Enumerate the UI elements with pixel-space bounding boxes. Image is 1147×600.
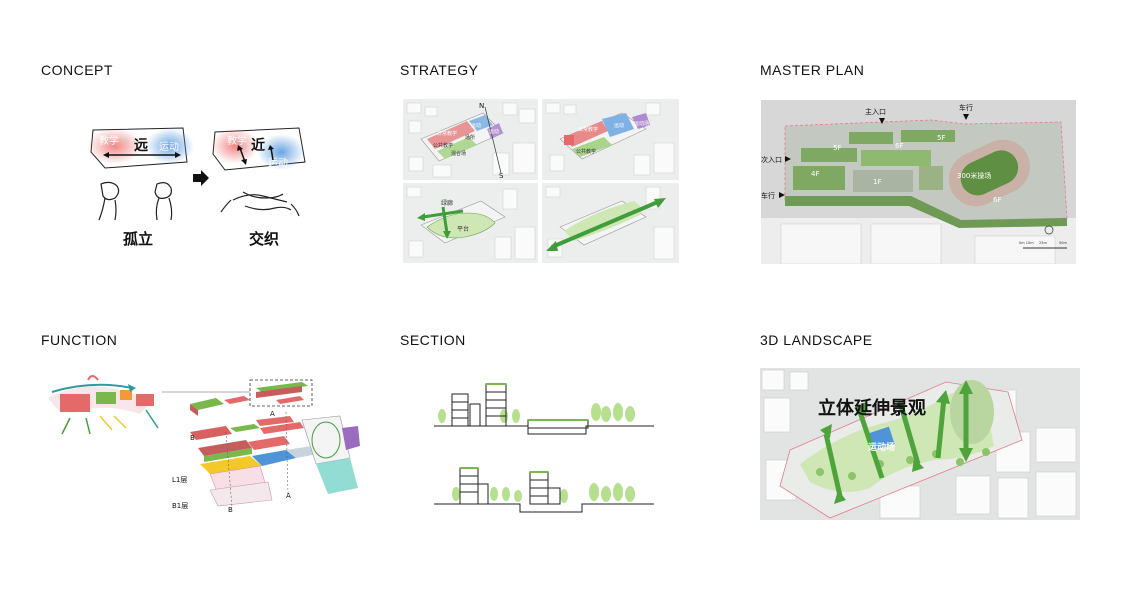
mp-floor-3: 5F <box>937 134 945 142</box>
mp-car-left: 车行 <box>761 191 775 200</box>
concept-right-teach: 教学 <box>227 134 247 147</box>
masterplan-panel: 300米操场 5F 6F 5F 4F 1F 6F 主入口 车行 次入口 车行 0… <box>761 100 1076 264</box>
function-label-a-top: A <box>270 410 275 418</box>
strategy-p3-l2: 平台 <box>457 225 469 233</box>
concept-left-teach: 教学 <box>99 134 119 147</box>
function-keyplan <box>48 375 159 435</box>
landscape-arrows <box>820 380 973 504</box>
concept-right-sport: 运动 <box>268 157 288 169</box>
strategy-panel-3-svg: 绿廊 平台 <box>406 186 536 260</box>
function-axon <box>190 382 360 509</box>
strategy-p1-l6: 混合场 <box>451 150 466 157</box>
concept-left-sport: 运动 <box>159 141 179 153</box>
mp-main-entrance: 主入口 <box>865 107 886 116</box>
mp-floor-5: 1F <box>873 178 881 186</box>
function-label-b-left: B <box>190 434 195 442</box>
strategy-title: STRATEGY <box>400 62 479 78</box>
mp-car-top-icon <box>963 114 969 120</box>
concept-left-far: 远 <box>134 138 148 154</box>
strategy-north: N <box>479 102 484 110</box>
mp-car-left-icon <box>779 192 785 198</box>
landscape-svg: 立体延伸景观 运动场 <box>761 369 1077 519</box>
mp-scale-2: 25m <box>1039 241 1047 245</box>
concept-arrow-icon <box>193 170 209 186</box>
strategy-panel-3: 绿廊 平台 <box>403 183 538 263</box>
mp-side-entrance-icon <box>785 156 791 162</box>
function-label-b-bottom: B <box>228 506 233 514</box>
section-bottom <box>434 467 654 513</box>
function-svg: A B A B L1层 B1层 <box>48 375 360 514</box>
mp-floor-6: 6F <box>993 196 1001 204</box>
concept-right-box: 教学 近 运动 <box>211 127 306 171</box>
joined-hands-icon <box>220 191 300 217</box>
mp-side-entrance: 次入口 <box>761 155 782 164</box>
strategy-p1-l4: 运动 <box>489 128 499 135</box>
strategy-p2-l2: 运动 <box>614 122 624 129</box>
strategy-panel-1: N S 日常教学 运动 公共教学 运动 场所 混合场 <box>403 99 538 180</box>
masterplan-svg: 300米操场 5F 6F 5F 4F 1F 6F 主入口 车行 次入口 车行 0… <box>761 100 1076 264</box>
strategy-p1-l1: 日常教学 <box>437 130 457 137</box>
landscape-headline: 立体延伸景观 <box>818 397 926 419</box>
strategy-p2-l4: 运动场 <box>634 120 649 127</box>
section-svg <box>434 383 654 513</box>
fists-icon <box>98 181 173 221</box>
strategy-p1-l2: 运动 <box>471 122 481 129</box>
landscape-title: 3D LANDSCAPE <box>760 332 873 348</box>
landscape-sport: 运动场 <box>868 441 895 453</box>
function-diagram: A B A B L1层 B1层 <box>40 370 370 515</box>
concept-left-box: 教学 远 运动 <box>87 127 194 169</box>
concept-title: CONCEPT <box>41 62 113 78</box>
concept-right-near: 近 <box>251 137 265 154</box>
mp-floor-1: 5F <box>833 144 841 152</box>
section-title: SECTION <box>400 332 466 348</box>
function-level-b1: B1层 <box>172 502 188 510</box>
landscape-panel: 立体延伸景观 运动场 <box>760 368 1080 520</box>
mp-floor-2: 6F <box>895 142 903 150</box>
strategy-p1-l3: 公共教学 <box>433 142 453 149</box>
function-label-a-bottom: A <box>286 492 291 500</box>
section-diagram <box>434 378 654 518</box>
strategy-south: S <box>499 172 504 180</box>
masterplan-title: MASTER PLAN <box>760 62 865 78</box>
function-level-l1: L1层 <box>172 476 187 484</box>
strategy-panel-4-svg <box>545 186 675 260</box>
strategy-p1-l5: 场所 <box>465 134 475 141</box>
concept-diagram: 教学 远 运动 教学 近 运动 <box>85 122 325 252</box>
function-title: FUNCTION <box>41 332 118 348</box>
section-top <box>434 383 654 435</box>
mp-compass-icon <box>1044 225 1054 235</box>
strategy-panel-1-svg: N S 日常教学 运动 公共教学 运动 场所 混合场 <box>406 102 536 180</box>
mp-floor-4: 4F <box>811 170 819 178</box>
mp-scale-3: 50m <box>1059 241 1067 245</box>
concept-svg: 教学 远 运动 教学 近 运动 <box>87 127 306 248</box>
strategy-p2-l3: 公共教学 <box>576 148 596 155</box>
concept-right-caption: 交织 <box>249 230 279 248</box>
mp-scale-1: 0m 10m <box>1019 241 1034 245</box>
strategy-p3-l1: 绿廊 <box>441 199 453 207</box>
strategy-panel-2-svg: 日常教学 运动 公共教学 运动场 <box>545 102 675 176</box>
strategy-panel-4 <box>542 183 679 263</box>
mp-track-label: 300米操场 <box>957 171 991 180</box>
strategy-p2-l1: 日常教学 <box>578 126 598 133</box>
mp-main-entrance-icon <box>879 118 885 124</box>
strategy-panel-2: 日常教学 运动 公共教学 运动场 <box>542 99 679 180</box>
concept-left-caption: 孤立 <box>123 230 153 248</box>
mp-car-top: 车行 <box>959 103 973 112</box>
